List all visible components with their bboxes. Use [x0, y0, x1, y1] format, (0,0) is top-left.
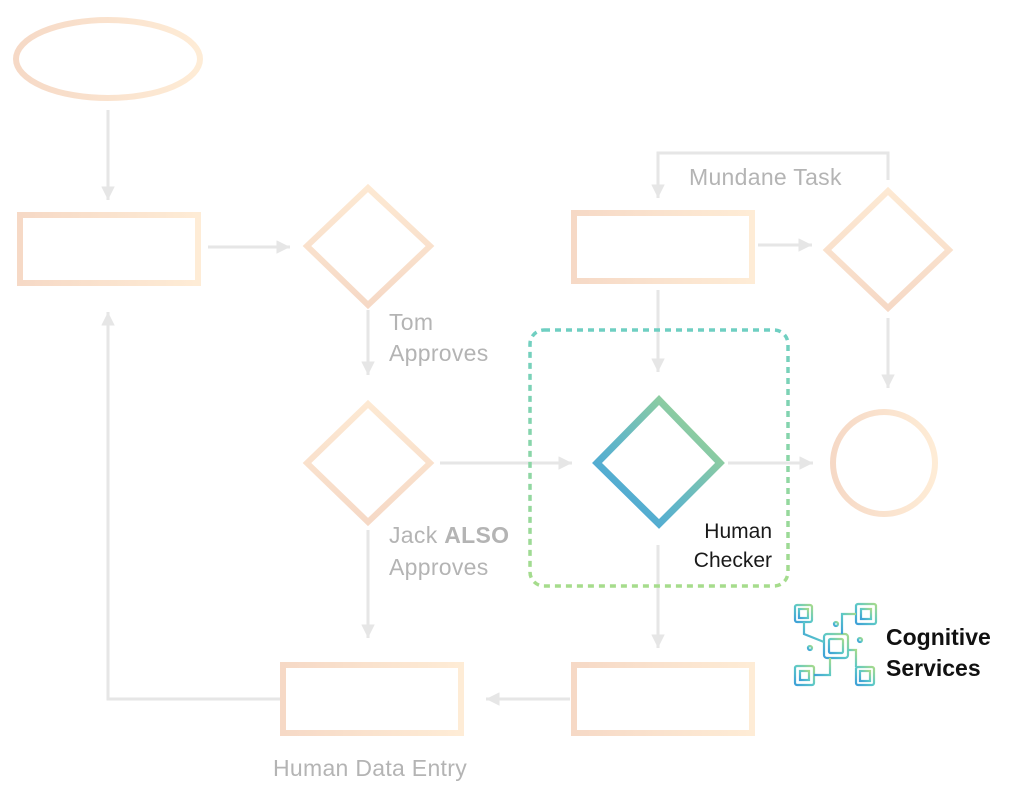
connector-dataentry-loop-back: [101, 312, 280, 701]
label-tom: Tom: [389, 309, 433, 335]
label-jack-approves: Approves: [389, 554, 489, 580]
label-human-data-entry: Human Data Entry: [273, 755, 467, 781]
label-mundane-task: Mundane Task: [689, 164, 842, 190]
label-checker: Checker: [694, 549, 772, 572]
label-jack-also: Jack ALSO: [389, 522, 509, 548]
label-human: Human: [704, 520, 772, 543]
process-box-task: [571, 210, 755, 284]
circuit-chip-icon: [793, 602, 878, 687]
label-also: ALSO: [444, 522, 509, 548]
decision-diamond-mundane: [822, 186, 954, 313]
decision-diamond-jack: [302, 399, 435, 527]
end-circle: [830, 409, 938, 517]
human-checker-diamond: [592, 394, 725, 529]
label-jack: Jack: [389, 522, 444, 548]
focus-region-border: [528, 328, 790, 588]
process-box-left: [17, 212, 201, 286]
connectors: [101, 110, 895, 706]
start-ellipse: [13, 17, 203, 101]
human-data-entry-box: [280, 662, 464, 736]
label-cognitive: Cognitive: [886, 624, 991, 650]
decision-diamond-tom: [302, 183, 435, 310]
label-services: Services: [886, 655, 981, 681]
connector-mundane-loop: [651, 151, 890, 198]
process-box-bottom-right: [571, 662, 755, 736]
label-tom-approves: Approves: [389, 340, 489, 366]
